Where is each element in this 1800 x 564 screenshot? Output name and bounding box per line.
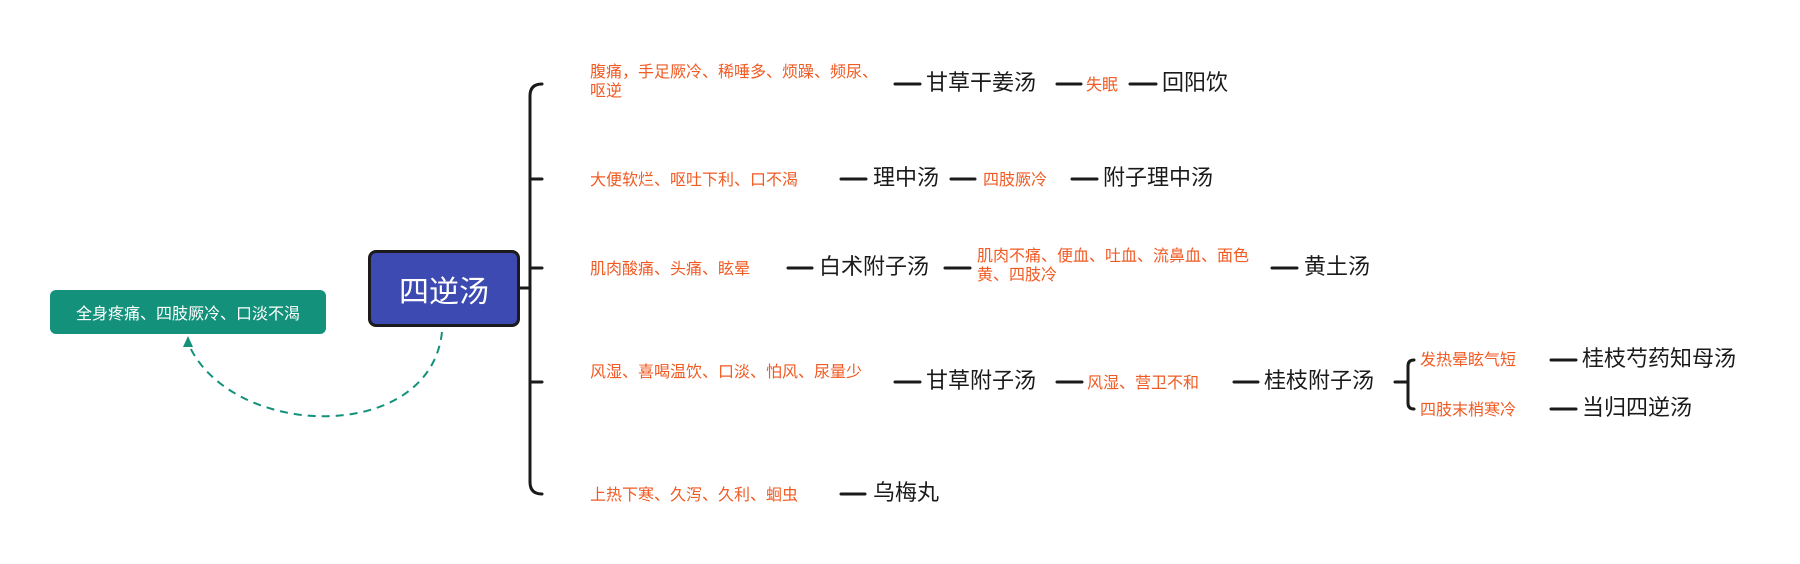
side-note[interactable]: 全身疼痛、四肢厥冷、口淡不渴 — [50, 290, 326, 334]
main-trunk — [528, 82, 544, 496]
sub-condition-1: 发热晕眩气短 — [1420, 350, 1517, 369]
formula-3b[interactable]: 黄土汤 — [1304, 255, 1371, 280]
condition-2: 大便软烂、呕吐下利、口不渴 — [590, 170, 799, 189]
condition-3: 肌肉酸痛、头痛、眩晕 — [590, 259, 751, 278]
condition-4b: 风湿、营卫不和 — [1087, 373, 1200, 392]
formula-1[interactable]: 甘草干姜汤 — [926, 71, 1037, 96]
formula-1b[interactable]: 回阳饮 — [1162, 71, 1229, 96]
dashed-arrow — [187, 331, 443, 418]
sub-formula-2[interactable]: 当归四逆汤 — [1582, 396, 1693, 421]
formula-4[interactable]: 甘草附子汤 — [926, 369, 1037, 394]
root-node[interactable]: 四逆汤 — [368, 250, 520, 327]
condition-5: 上热下寒、久泻、久利、蛔虫 — [590, 485, 799, 504]
dashed-arrowhead — [183, 336, 193, 347]
formula-3[interactable]: 白术附子汤 — [819, 255, 930, 280]
sub-formula-1[interactable]: 桂枝芍药知母汤 — [1582, 347, 1737, 372]
condition-1b: 失眠 — [1086, 75, 1119, 94]
condition-4: 风湿、喜喝温饮、口淡、怕风、尿量少 — [590, 362, 863, 381]
sub-condition-2: 四肢末梢寒冷 — [1420, 400, 1517, 419]
formula-5[interactable]: 乌梅丸 — [873, 481, 940, 506]
formula-2b[interactable]: 附子理中汤 — [1103, 166, 1214, 191]
formula-2[interactable]: 理中汤 — [873, 166, 940, 191]
condition-1: 腹痛，手足厥冷、稀唾多、烦躁、频尿、呕逆 — [590, 62, 879, 101]
formula-4b[interactable]: 桂枝附子汤 — [1264, 369, 1375, 394]
condition-3b: 肌肉不痛、便血、吐血、流鼻血、面色黄、四肢冷 — [977, 246, 1250, 285]
condition-2b: 四肢厥冷 — [983, 170, 1048, 189]
sub-bracket-vertical — [1406, 358, 1416, 411]
